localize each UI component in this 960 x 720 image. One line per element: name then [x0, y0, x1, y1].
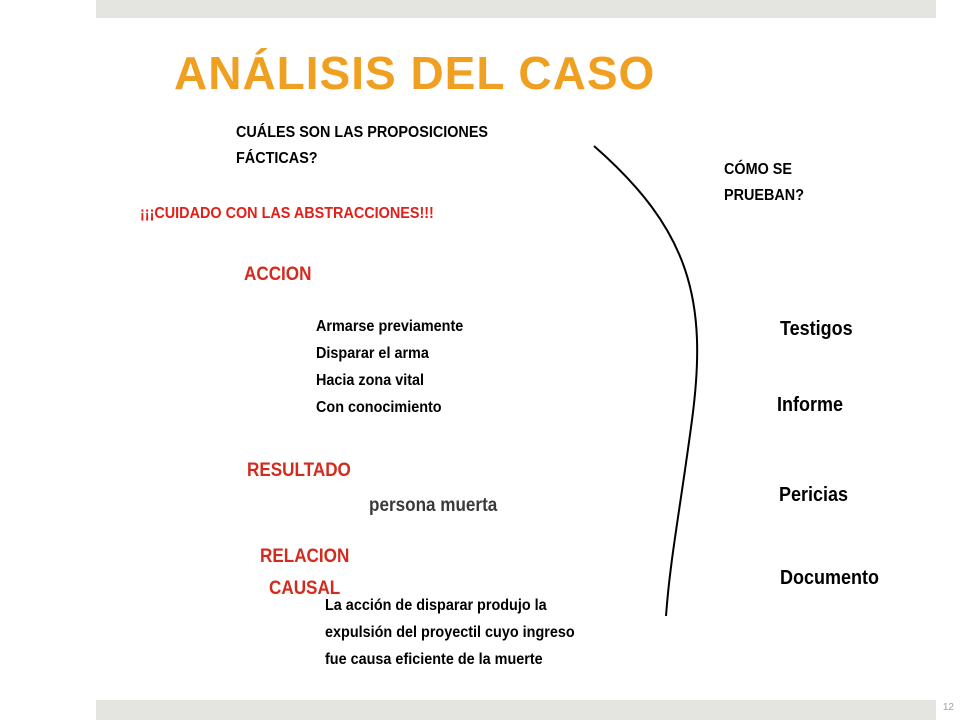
proof-testigos: Testigos [780, 318, 853, 340]
relacion-detail-line: expulsión del proyectil cuyo ingreso [325, 624, 575, 641]
slide-title: ANÁLISIS DEL CASO [174, 47, 656, 99]
accion-item: Disparar el arma [316, 345, 429, 362]
resultado-heading: RESULTADO [247, 460, 351, 481]
question-right: CÓMO SE PRUEBAN? [724, 157, 804, 209]
relacion-detail-line: fue causa eficiente de la muerte [325, 651, 543, 668]
question-right-line-2: PRUEBAN? [724, 187, 805, 204]
proof-informe: Informe [777, 394, 844, 416]
proof-pericias: Pericias [779, 484, 849, 506]
question-right-line-1: CÓMO SE [724, 161, 793, 178]
bottom-band [96, 700, 936, 720]
relacion-heading-line-2: CAUSAL [269, 578, 341, 599]
resultado-detail: persona muerta [369, 495, 498, 516]
page-number: 12 [942, 702, 954, 713]
relacion-detail-line: La acción de disparar produjo la [325, 597, 547, 614]
relacion-detail: La acción de disparar produjo la expulsi… [325, 592, 685, 673]
proof-documento: Documento [780, 567, 879, 589]
question-left: CUÁLES SON LAS PROPOSICIONES FÁCTICAS? [236, 120, 488, 172]
warning-text: ¡¡¡CUIDADO CON LAS ABSTRACCIONES!!! [140, 205, 434, 222]
relacion-heading: RELACION CAUSAL [260, 541, 349, 605]
top-band [96, 0, 936, 18]
connector-line [593, 145, 699, 617]
accion-heading: ACCION [244, 264, 312, 285]
question-left-line-1: CUÁLES SON LAS PROPOSICIONES [236, 124, 489, 141]
accion-item: Armarse previamente [316, 318, 464, 335]
relacion-heading-line-1: RELACION [260, 546, 350, 567]
accion-item: Hacia zona vital [316, 372, 425, 389]
question-left-line-2: FÁCTICAS? [236, 150, 318, 167]
accion-item: Con conocimiento [316, 399, 442, 416]
accion-list: Armarse previamente Disparar el arma Hac… [316, 313, 463, 421]
